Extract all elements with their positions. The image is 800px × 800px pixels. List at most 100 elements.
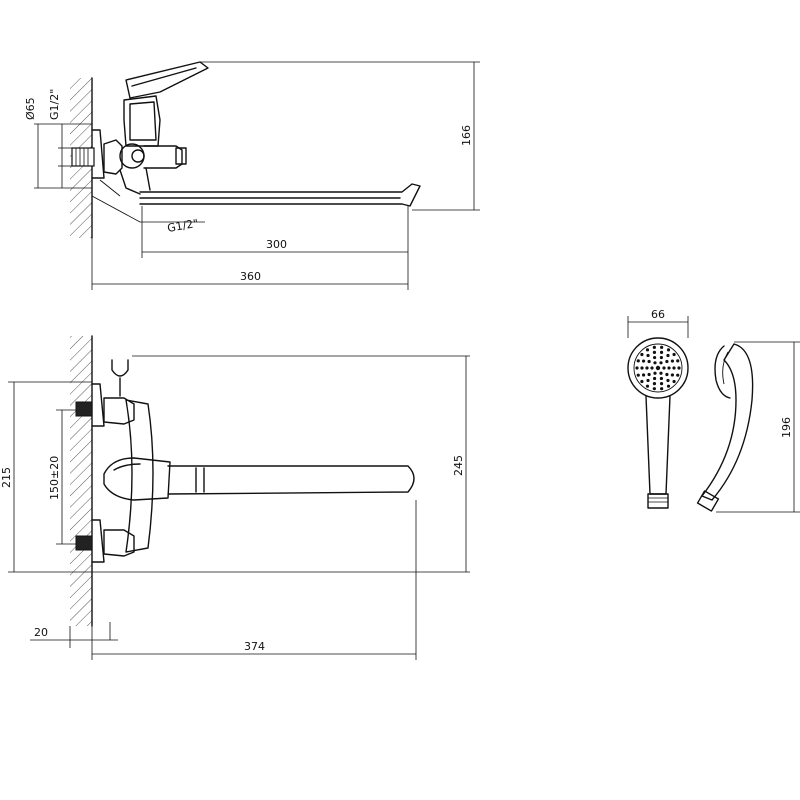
dim-20: 20: [30, 622, 118, 648]
nozzle-dot: [660, 345, 664, 349]
dim-196-label: 196: [780, 417, 793, 438]
nozzle-dot: [677, 366, 681, 370]
dim-245: 245: [92, 355, 470, 573]
nozzle-dot: [676, 373, 680, 377]
nozzle-dot: [640, 379, 644, 384]
nozzle-dot: [653, 361, 657, 365]
dim-g1-2-wall: G1/2": [48, 89, 72, 188]
front-lower-flange: [91, 519, 105, 563]
nozzle-dot: [662, 366, 666, 370]
nozzle-dot: [650, 366, 654, 370]
nozzle-dot: [676, 359, 680, 363]
dim-20-label: 20: [34, 626, 48, 639]
shower-head: 66 196: [627, 308, 800, 513]
dim-g1-2-outlet: G1/2": [91, 195, 205, 235]
nozzle-dot: [640, 366, 644, 370]
nozzle-dot: [665, 372, 669, 377]
dim-196: 196: [716, 341, 800, 513]
front-spout: [167, 465, 415, 495]
front-upper-thread: [75, 401, 93, 417]
dim-360-label: 360: [240, 270, 261, 283]
shower-thread-side: [696, 490, 720, 512]
nozzle-dot: [653, 355, 657, 360]
nozzle-dot: [646, 378, 650, 383]
nozzle-dot: [670, 359, 675, 363]
front-upper-flange: [91, 383, 105, 427]
top-spout: [139, 183, 421, 207]
nozzle-dot: [666, 348, 671, 352]
front-hook: [111, 359, 129, 377]
nozzle-dot: [659, 361, 663, 365]
nozzle-dot: [646, 353, 650, 358]
nozzle-dot: [641, 373, 646, 377]
dim-d65-label: Ø65: [24, 97, 37, 120]
nozzle-dot: [652, 345, 656, 349]
top-view: Ø65 G1/2" 166 G1/2" 300: [24, 61, 480, 290]
nozzle-dot: [659, 355, 663, 360]
nozzle-dot: [652, 381, 657, 386]
front-lower-thread: [75, 535, 93, 551]
dim-66-label: 66: [651, 308, 665, 321]
nozzle-dot: [670, 373, 675, 377]
dim-d65: Ø65: [24, 97, 92, 189]
dim-g1-2-outlet-label: G1/2": [166, 217, 199, 235]
nozzle-dot: [667, 366, 671, 370]
nozzle-dot: [672, 352, 676, 357]
top-mixer-body: [123, 95, 161, 147]
dim-245-label: 245: [452, 455, 465, 476]
front-lever-hub: [103, 457, 171, 501]
shower-thread-front: [647, 493, 669, 509]
nozzle-dot: [645, 348, 650, 352]
dim-166-label: 166: [460, 125, 473, 146]
nozzle-dot: [672, 366, 676, 370]
top-thread: [71, 147, 95, 167]
nozzle-dot: [653, 371, 657, 375]
dim-215: 215: [0, 381, 92, 573]
dim-215-label: 215: [0, 467, 13, 488]
front-wall-hatch: [70, 336, 92, 626]
top-wall-flange: [91, 129, 105, 179]
dim-374-label: 374: [244, 640, 265, 653]
nozzle-dot: [636, 359, 640, 363]
nozzle-dot: [666, 378, 670, 383]
top-lever: [125, 61, 209, 99]
nozzle-dot: [659, 376, 663, 381]
nozzle-dot: [659, 371, 663, 375]
dim-150: 150±20: [48, 409, 76, 545]
nozzle-dot: [665, 359, 669, 364]
nozzle-dot: [660, 387, 664, 391]
nozzle-dot: [672, 379, 676, 384]
nozzle-dot: [653, 376, 657, 381]
dim-360: 360: [91, 238, 409, 290]
nozzle-dot: [635, 366, 639, 370]
dim-66: 66: [627, 308, 689, 338]
nozzle-dot: [647, 359, 651, 364]
front-view: 215 150±20 245 20 374: [0, 335, 470, 660]
nozzle-dot: [645, 384, 650, 388]
nozzle-dot: [640, 352, 644, 357]
nozzle-dot: [647, 372, 651, 377]
dim-374: 374: [91, 500, 417, 660]
shower-handle-front: [645, 395, 671, 495]
dim-150-label: 150±20: [48, 456, 61, 500]
nozzle-dot: [655, 365, 661, 371]
top-eccentric: [103, 139, 123, 175]
shower-face: [627, 337, 689, 399]
shower-nozzles: [635, 345, 681, 391]
nozzle-dot: [666, 384, 671, 388]
dim-300: 300: [141, 206, 409, 258]
nozzle-dot: [636, 373, 640, 377]
nozzle-dot: [652, 387, 656, 391]
front-mixer-body: [125, 399, 154, 553]
shower-side: [701, 343, 754, 501]
nozzle-dot: [666, 353, 670, 358]
dim-g1-2-wall-label: G1/2": [48, 89, 61, 120]
nozzle-dot: [645, 366, 649, 370]
dim-300-label: 300: [266, 238, 287, 251]
nozzle-dot: [659, 350, 664, 355]
dim-166: 166: [200, 61, 480, 211]
nozzle-dot: [652, 350, 657, 355]
nozzle-dot: [659, 381, 664, 386]
nozzle-dot: [641, 359, 646, 363]
